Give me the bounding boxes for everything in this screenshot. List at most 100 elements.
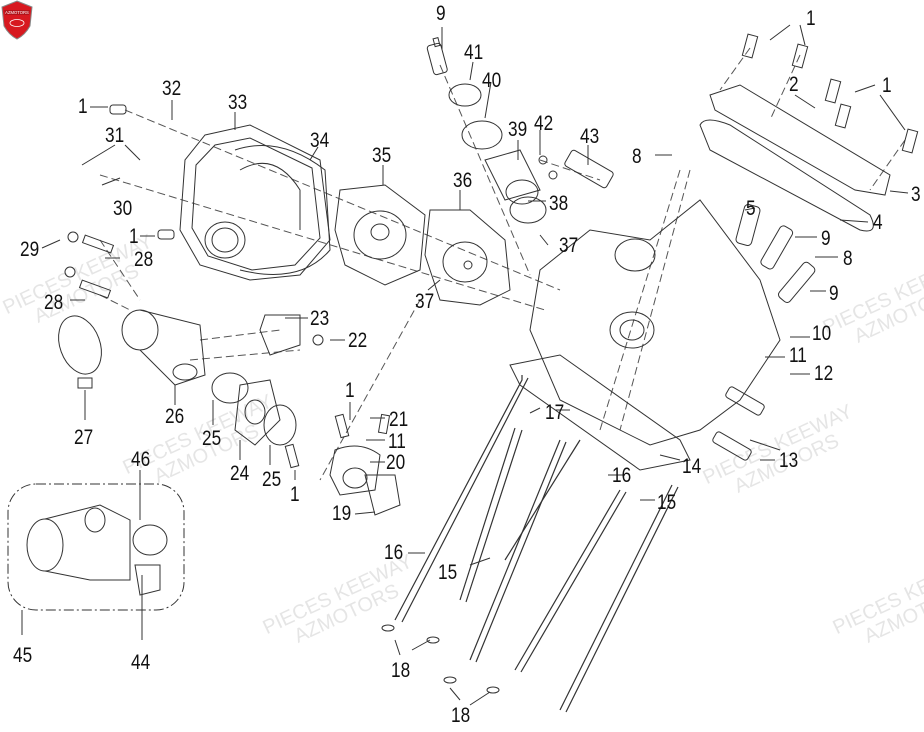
hose-clamp [58,315,102,389]
bolts [109,33,919,240]
callout-9: 9 [829,282,839,305]
stud [78,279,112,299]
head-gasket [509,354,691,471]
spark-plug [426,37,448,76]
callout-1: 1 [129,225,139,248]
callout-22: 22 [348,329,368,352]
callout-25: 25 [202,427,222,450]
callout-12: 12 [814,362,834,385]
cover-gasket [699,119,874,232]
callout-5: 5 [746,197,756,220]
callout-9: 9 [436,2,446,25]
bracket [564,149,614,189]
cylinder-head [529,199,781,446]
insulator [234,379,281,446]
callout-11: 11 [388,430,406,453]
leader-lines [21,24,909,706]
callout-25: 25 [262,468,282,491]
callout-43: 43 [580,125,600,148]
callout-16: 16 [384,541,404,564]
stud [81,234,115,254]
callout-41: 41 [464,41,484,64]
callout-10: 10 [812,322,832,345]
nut [64,266,76,278]
bolt [312,334,324,346]
tube [484,149,541,205]
dowel-pin [725,386,765,416]
callout-30: 30 [113,197,133,220]
cover-plate [334,184,426,286]
callout-19: 19 [332,502,352,525]
callout-3: 3 [911,183,921,206]
sensor [259,314,301,356]
callout-8: 8 [632,145,642,168]
callout-16: 16 [612,464,632,487]
callout-14: 14 [682,455,702,478]
callout-35: 35 [372,144,392,167]
callout-15: 15 [657,491,677,514]
callout-44: 44 [131,651,151,674]
throttle-body-group-outline [7,483,185,611]
callout-1: 1 [806,7,816,30]
callout-46: 46 [131,448,151,471]
callout-37: 37 [559,234,579,257]
cover-plate [424,209,511,306]
callout-26: 26 [165,405,185,428]
callout-18: 18 [391,659,411,682]
callout-31: 31 [105,124,125,147]
callout-32: 32 [162,77,182,100]
head-studs [394,375,679,713]
washers [381,624,500,694]
valve-cover [179,124,331,281]
callout-28: 28 [44,291,64,314]
callout-4: 4 [873,211,883,234]
o-ring [461,120,503,150]
callout-37: 37 [415,290,435,313]
assembly-lines [99,47,906,481]
callout-42: 42 [534,112,554,135]
callout-34: 34 [310,129,330,152]
callout-23: 23 [310,307,330,330]
callout-1: 1 [290,483,300,506]
callout-33: 33 [228,91,248,114]
callout-39: 39 [508,118,528,141]
callout-17: 17 [545,401,565,424]
gasket [234,145,331,275]
circlip [448,83,482,107]
o-ring [509,196,547,224]
callout-1: 1 [78,95,88,118]
callout-38: 38 [549,192,569,215]
dowel-pin [712,431,752,461]
callout-40: 40 [482,69,502,92]
callout-1: 1 [345,379,355,402]
logo-text: AZMOTORS [5,10,29,15]
callout-29: 29 [20,238,40,261]
callout-28: 28 [134,248,154,271]
bolt [548,170,558,180]
callout-15: 15 [438,561,458,584]
callout-21: 21 [389,408,409,431]
callout-20: 20 [386,451,406,474]
callout-45: 45 [13,644,33,667]
thermostat-housing [284,413,401,516]
throttle-body [26,504,168,596]
callout-36: 36 [453,169,473,192]
callout-18: 18 [451,704,471,727]
intake-manifold [121,309,206,386]
o-ring [211,372,249,404]
azmotors-logo: AZMOTORS [1,0,33,40]
insulator-hole [244,399,266,425]
nut [67,231,79,243]
callout-27: 27 [74,426,94,449]
callout-9: 9 [821,227,831,250]
o-ring [263,404,297,446]
callout-24: 24 [230,462,250,485]
callout-13: 13 [779,449,799,472]
callout-11: 11 [789,344,807,367]
spark-plugs [735,204,816,303]
callout-8: 8 [843,247,853,270]
bolt [538,155,548,165]
callout-2: 2 [789,73,799,96]
